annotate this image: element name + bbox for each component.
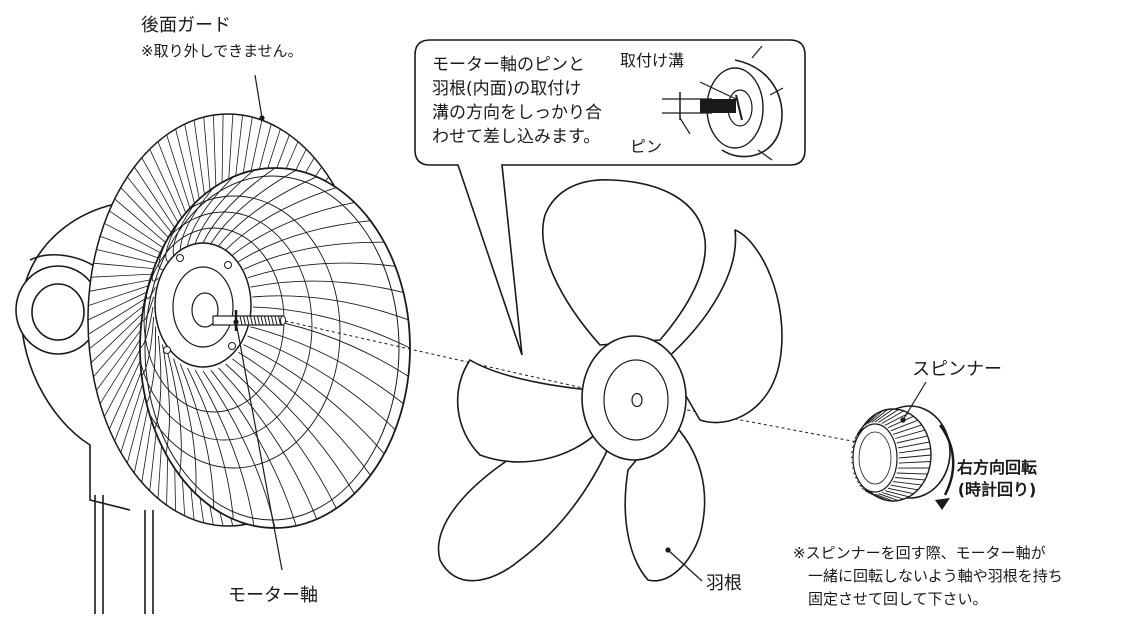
blade-label: 羽根 [706,572,742,596]
warning-line: ※スピンナーを回す際、モーター軸が [793,542,1063,565]
callout-line: 羽根(内面)の取付け [432,77,602,101]
rotation-line-1: 右方向回転 [957,457,1037,479]
callout-text: モーター軸のピンと 羽根(内面)の取付け 溝の方向をしっかり合 わせて差し込みま… [432,53,602,149]
spinner-warning-note: ※スピンナーを回す際、モーター軸が 一緒に回転しないよう軸や羽根を持ち 固定させ… [793,542,1063,611]
rear-guard-note: ※取り外しできません。 [141,40,303,62]
warning-line: 固定させて回して下さい。 [793,588,1063,611]
motor-hub [155,243,251,367]
callout-line: モーター軸のピンと [432,53,602,77]
spinner-label: スピンナー [912,358,1002,382]
warning-line: 一緒に回転しないよう軸や羽根を持ち [793,565,1063,588]
motor-shaft-label: モーター軸 [228,584,318,608]
callout-line: わせて差し込みます。 [432,125,602,149]
rotation-direction: 右方向回転 (時計回り) [957,457,1037,501]
pin-label: ピン [630,136,662,158]
callout-line: 溝の方向をしっかり合 [432,101,602,125]
rear-guard-label: 後面ガード [141,14,231,38]
rotation-line-2: (時計回り) [957,479,1037,501]
groove-label: 取付け溝 [620,50,684,72]
